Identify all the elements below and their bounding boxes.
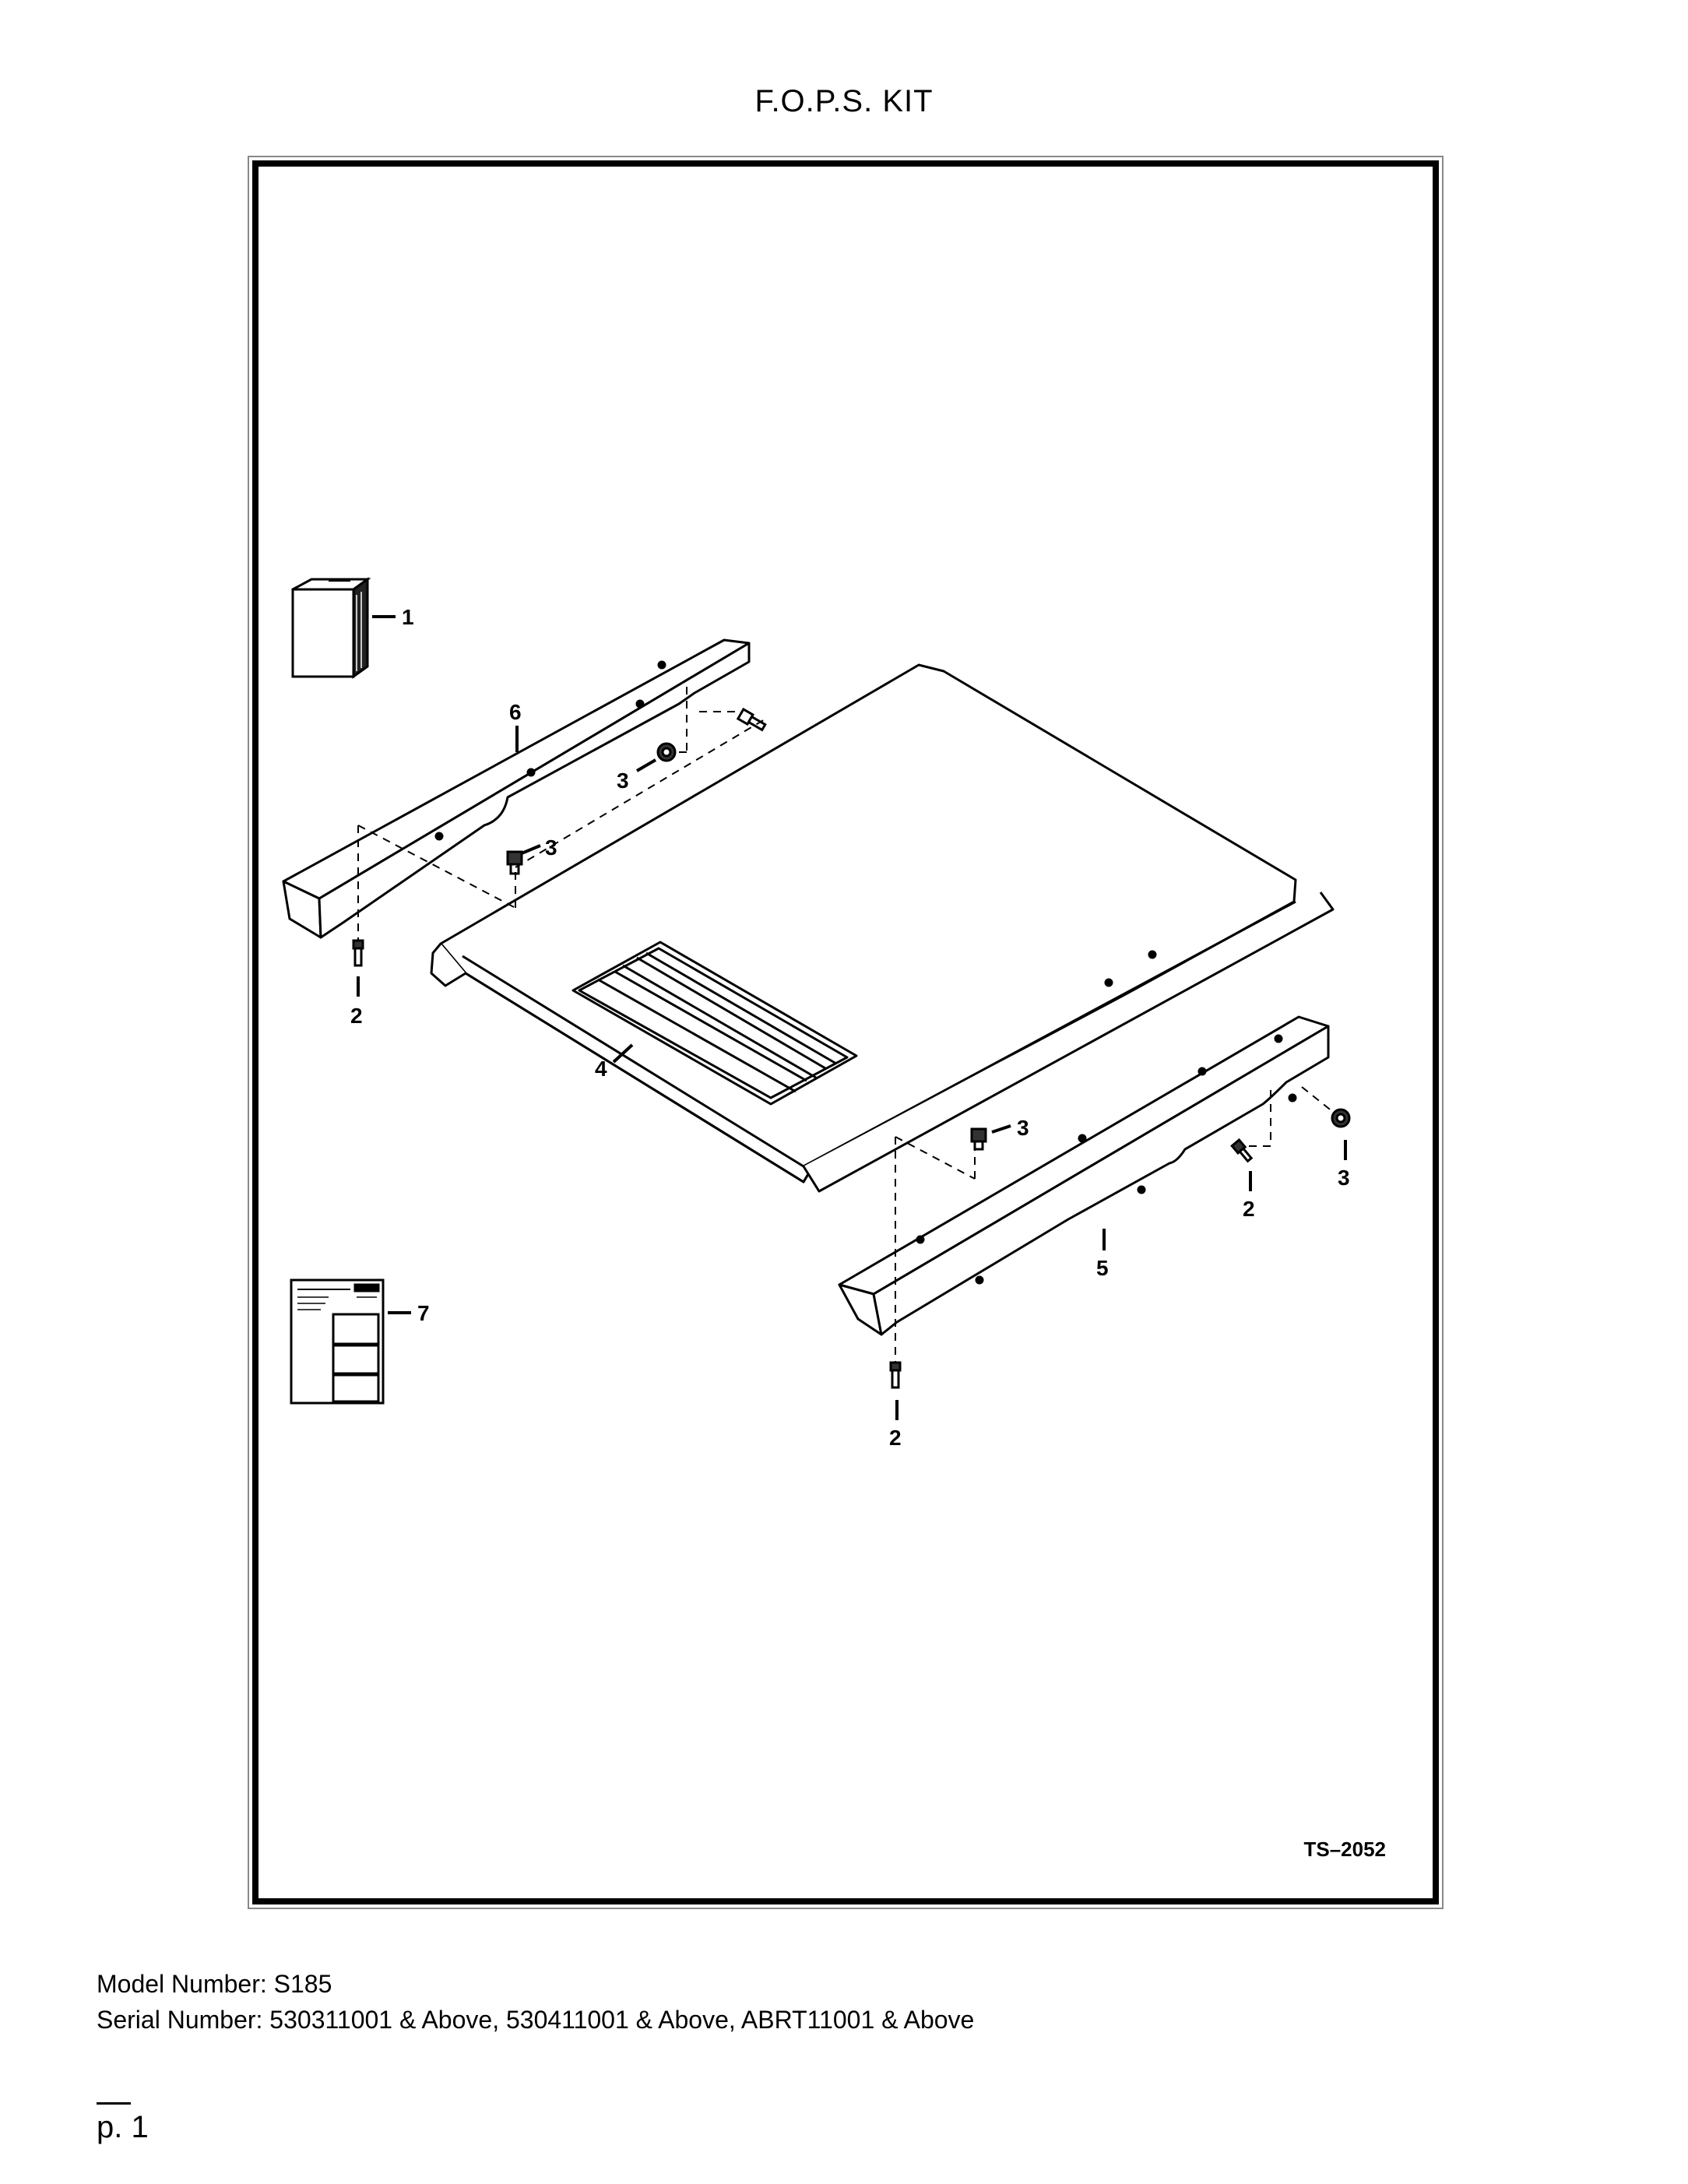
nut-mid-left (506, 850, 523, 875)
bolt-left-bottom (352, 939, 364, 967)
item-4-canopy-panel (430, 663, 1335, 1193)
item-7-decal-sheet (290, 1278, 385, 1405)
serial-number: Serial Number: 530311001 & Above, 530411… (97, 2006, 975, 2034)
callout-1: 1 (402, 605, 414, 629)
callout-5: 5 (1096, 1256, 1109, 1280)
nut-right-rail (970, 1127, 987, 1151)
callout-4: 4 (595, 1057, 607, 1081)
hardware-fasteners (352, 707, 1351, 1389)
bolt-right-bottom (889, 1361, 902, 1389)
drawing-id: TS–2052 (1303, 1838, 1386, 1861)
callout-2: 2 (889, 1426, 902, 1450)
nut-top (656, 742, 677, 762)
drawing-frame (252, 160, 1439, 1904)
assembly-dashed-lines (357, 687, 1334, 1363)
callout-3: 3 (617, 768, 629, 793)
callout-7: 7 (417, 1301, 430, 1325)
item-6-left-angle-rail (282, 638, 751, 939)
drawing-frame-outer (248, 156, 1444, 1909)
model-number: Model Number: S185 (97, 1970, 332, 1998)
page-rule (97, 2102, 131, 2105)
callout-3: 3 (545, 835, 557, 860)
callout-3: 3 (1338, 1166, 1350, 1190)
item-5-right-angle-rail (838, 1015, 1330, 1336)
exploded-parts-diagram: 1 6 3 3 2 4 3 2 3 5 7 2 TS–2052 (282, 577, 1386, 1861)
callout-leaders (357, 726, 1347, 1420)
callout-3: 3 (1017, 1116, 1029, 1140)
page-title: F.O.P.S. KIT (754, 84, 934, 118)
callout-2: 2 (1243, 1197, 1255, 1221)
nut-far-right (1331, 1108, 1351, 1128)
callout-6: 6 (509, 700, 522, 724)
item-1-manual-box (291, 577, 371, 679)
bolt-right (1230, 1138, 1254, 1163)
callout-2: 2 (350, 1004, 363, 1028)
page-number: p. 1 (97, 2110, 149, 2144)
